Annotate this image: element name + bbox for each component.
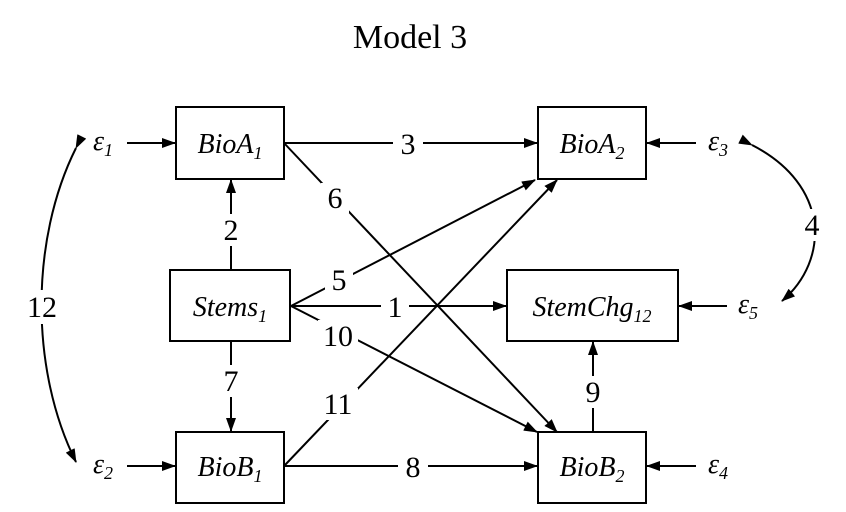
- node-stems1-sub: 1: [258, 306, 267, 326]
- path-label-7: 7: [224, 365, 239, 398]
- node-bioa2: BioA2: [537, 106, 647, 180]
- path-label-9: 9: [586, 376, 601, 409]
- error-e5: ε5: [738, 289, 758, 323]
- node-bioa2-name: BioA: [560, 129, 617, 160]
- error-e2-sub: 2: [104, 463, 113, 483]
- path-label-5: 5: [332, 264, 347, 297]
- node-biob2: BioB2: [537, 431, 647, 504]
- path-label-12: 12: [27, 291, 57, 324]
- error-e5-sub: 5: [749, 303, 758, 323]
- path-label-6: 6: [328, 182, 343, 215]
- path-label-8: 8: [406, 451, 421, 484]
- error-e3: ε3: [708, 126, 728, 160]
- node-biob1-name: BioB: [198, 452, 254, 483]
- path-label-2: 2: [224, 214, 239, 247]
- error-e5-symbol: ε: [738, 289, 749, 320]
- path-label-4: 4: [805, 209, 820, 242]
- svg-text:BioB1: BioB1: [198, 452, 263, 486]
- node-stemchg12-sub: 12: [634, 306, 652, 326]
- node-bioa1: BioA1: [175, 106, 285, 180]
- node-biob2-sub: 2: [616, 466, 625, 486]
- node-bioa1-sub: 1: [254, 143, 263, 163]
- path-label-3: 3: [401, 128, 416, 161]
- svg-text:BioA1: BioA1: [198, 129, 263, 163]
- path-label-1: 1: [388, 291, 403, 324]
- error-e1-sub: 1: [104, 140, 113, 160]
- node-bioa1-name: BioA: [198, 129, 255, 160]
- node-stemchg12: StemChg12: [506, 269, 679, 342]
- error-e2: ε2: [93, 449, 113, 483]
- node-stemchg12-name: StemChg: [532, 292, 633, 323]
- error-e4-symbol: ε: [708, 449, 719, 480]
- svg-text:BioB2: BioB2: [560, 452, 625, 486]
- error-e4: ε4: [708, 449, 728, 483]
- path-label-11: 11: [324, 388, 353, 421]
- svg-text:Stems1: Stems1: [193, 292, 267, 326]
- error-e3-symbol: ε: [708, 126, 719, 157]
- svg-text:StemChg12: StemChg12: [532, 292, 651, 326]
- error-e1-symbol: ε: [93, 126, 104, 157]
- node-bioa2-sub: 2: [616, 143, 625, 163]
- error-e3-sub: 3: [718, 140, 728, 160]
- node-stems1: Stems1: [169, 269, 291, 342]
- error-e4-sub: 4: [719, 463, 728, 483]
- node-stems1-name: Stems: [193, 292, 258, 323]
- node-biob2-name: BioB: [560, 452, 616, 483]
- error-e2-symbol: ε: [93, 449, 104, 480]
- svg-text:BioA2: BioA2: [560, 129, 625, 163]
- diagram-title: Model 3: [353, 19, 467, 56]
- node-biob1: BioB1: [175, 431, 285, 504]
- path-label-10: 10: [323, 320, 353, 353]
- node-biob1-sub: 1: [254, 466, 263, 486]
- error-e1: ε1: [93, 126, 113, 160]
